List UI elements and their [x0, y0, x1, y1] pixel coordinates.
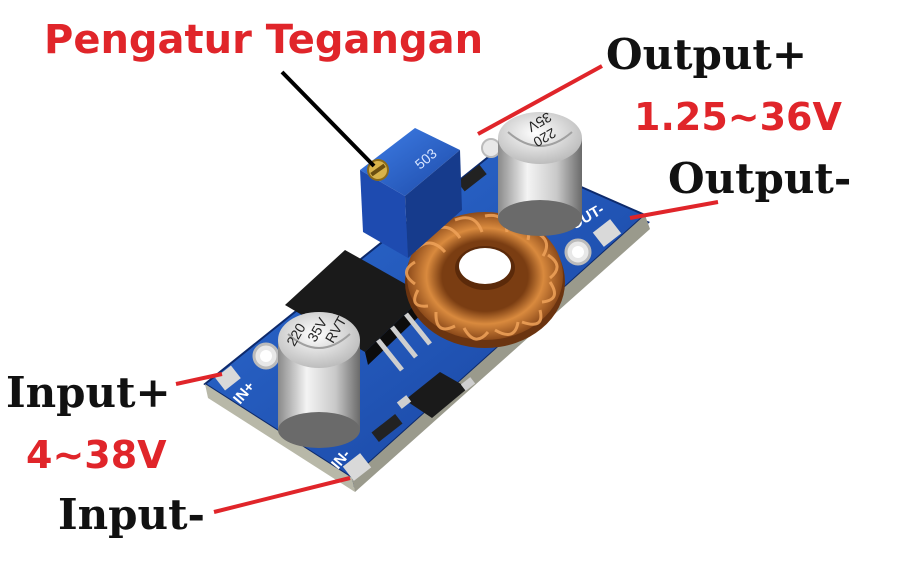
diode: [396, 372, 476, 418]
label-input-plus: Input+: [6, 368, 171, 417]
label-output-range: 1.25~36V: [634, 95, 842, 139]
capacitor-input: 220 35V RVT: [278, 312, 360, 448]
leader-output-minus: [629, 200, 719, 220]
leader-output-plus: [477, 64, 603, 136]
label-input-range: 4~38V: [26, 433, 167, 477]
potentiometer: 503: [360, 128, 462, 258]
label-output-minus: Output-: [668, 154, 852, 203]
label-input-minus: Input-: [58, 490, 205, 539]
label-output-plus: Output+: [606, 30, 808, 79]
leader-input-plus: [175, 372, 223, 386]
toroid-inductor: [405, 212, 565, 348]
capacitor-output: 220 35V: [498, 109, 582, 236]
smd-resistor: [371, 414, 403, 442]
leader-pengatur: [280, 70, 376, 168]
smd-resistor: [457, 164, 487, 192]
leader-input-minus: [213, 476, 351, 514]
ic-chip: [285, 250, 444, 372]
mounting-holes: [215, 138, 622, 481]
label-pengatur-tegangan: Pengatur Tegangan: [44, 17, 484, 63]
